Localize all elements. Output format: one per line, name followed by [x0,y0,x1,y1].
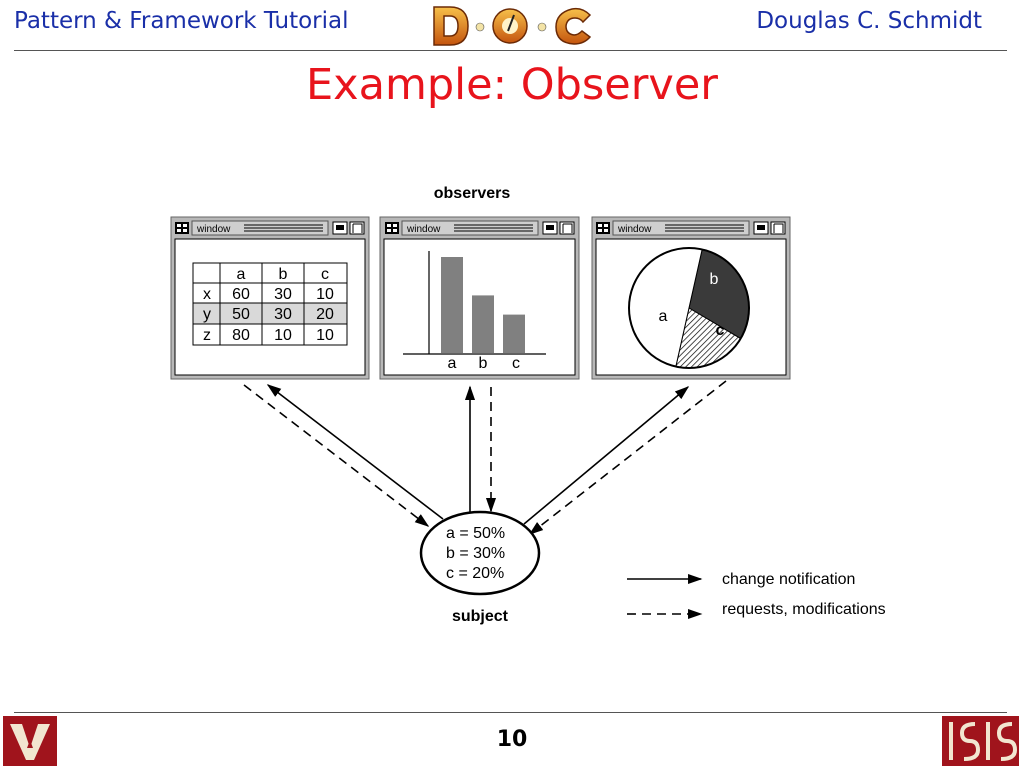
table-header: b [279,266,288,283]
page-number: 10 [496,727,528,752]
table-row-label: x [203,286,211,303]
pie-label-a: a [659,308,668,325]
legend-dashed-label: requests, modifications [722,601,886,618]
table-header: a [237,266,246,283]
minimize-icon[interactable] [332,221,348,235]
vanderbilt-logo: V [3,716,57,766]
bar-c [503,314,525,353]
isis-logo [942,716,1019,766]
window-title: window [617,224,652,235]
table-cell: 10 [274,327,292,344]
table-cell: 30 [274,286,292,303]
maximize-icon[interactable] [559,221,575,235]
pie-chart-window: window a b c [591,216,791,380]
arrow-request-table [243,384,430,527]
pie-outline [628,247,750,369]
table-window: window a b c x 60 [170,216,370,380]
bar-label-a: a [448,355,457,372]
title-bar-lines [454,224,533,232]
maximize-icon[interactable] [770,221,786,235]
footer-divider [14,712,1007,713]
bar-label-b: b [479,355,488,372]
header-divider [14,50,1007,51]
request-arrows [243,380,727,535]
pie-chart [628,247,750,369]
table-row-label: z [203,327,211,344]
bar-chart-window: window a b c [379,216,580,380]
table-header: c [321,266,329,283]
bar-chart: a b c [403,251,546,372]
subject-value-b: b = 30% [446,545,505,562]
header-left-title: Pattern & Framework Tutorial [14,8,349,34]
subject-value-a: a = 50% [446,525,505,542]
table-cell: 50 [232,306,250,323]
pie-label-c: c [716,322,725,339]
maximize-icon[interactable] [349,221,365,235]
header-right-title: Douglas C. Schmidt [756,8,982,34]
subject-node: a = 50% b = 30% c = 20% [419,510,541,596]
bar-b [472,295,494,353]
data-table: a b c x 60 30 10 y 50 30 20 z 80 10 10 [192,262,348,346]
window-menu-icon[interactable] [175,222,189,234]
window-title: window [406,224,441,235]
window-menu-icon[interactable] [385,222,399,234]
bar-label-c: c [512,355,520,372]
table-cell: 60 [232,286,250,303]
notification-arrows [266,384,690,525]
arrow-notify-table [266,384,444,520]
window-title: window [196,224,231,235]
table-cell: 10 [316,286,334,303]
subject-label: subject [452,608,509,625]
table-cell: 20 [316,306,334,323]
table-cell: 10 [316,327,334,344]
slide-title: Example: Observer [306,60,718,110]
observers-label: observers [434,185,511,202]
table-cell: 30 [274,306,292,323]
title-bar-lines [244,224,323,232]
doc-group-logo [433,6,592,46]
table-row-label: y [203,306,211,323]
pie-label-b: b [710,271,719,288]
bar-a [441,257,463,353]
arrow-request-pie [528,380,727,535]
window-menu-icon[interactable] [596,222,610,234]
table-cell: 80 [232,327,250,344]
title-bar-lines [665,224,744,232]
arrow-notify-pie [523,386,690,525]
legend: change notification requests, modificati… [627,571,886,620]
subject-value-c: c = 20% [446,565,504,582]
legend-solid-label: change notification [722,571,855,588]
minimize-icon[interactable] [542,221,558,235]
minimize-icon[interactable] [753,221,769,235]
